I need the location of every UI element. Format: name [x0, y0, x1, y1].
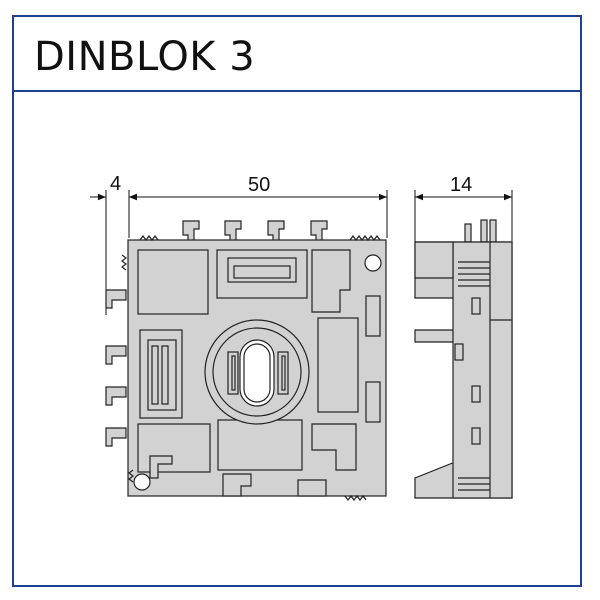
dimension-label-depth: 14	[450, 174, 472, 196]
side-view	[414, 219, 513, 499]
front-view	[105, 220, 387, 501]
dimension-label-width: 50	[248, 174, 270, 196]
dimension-label-offset: 4	[110, 173, 121, 195]
header-bar: DINBLOK 3	[14, 17, 580, 92]
page-title: DINBLOK 3	[34, 34, 256, 80]
diagram-frame: DINBLOK 3	[12, 15, 582, 587]
